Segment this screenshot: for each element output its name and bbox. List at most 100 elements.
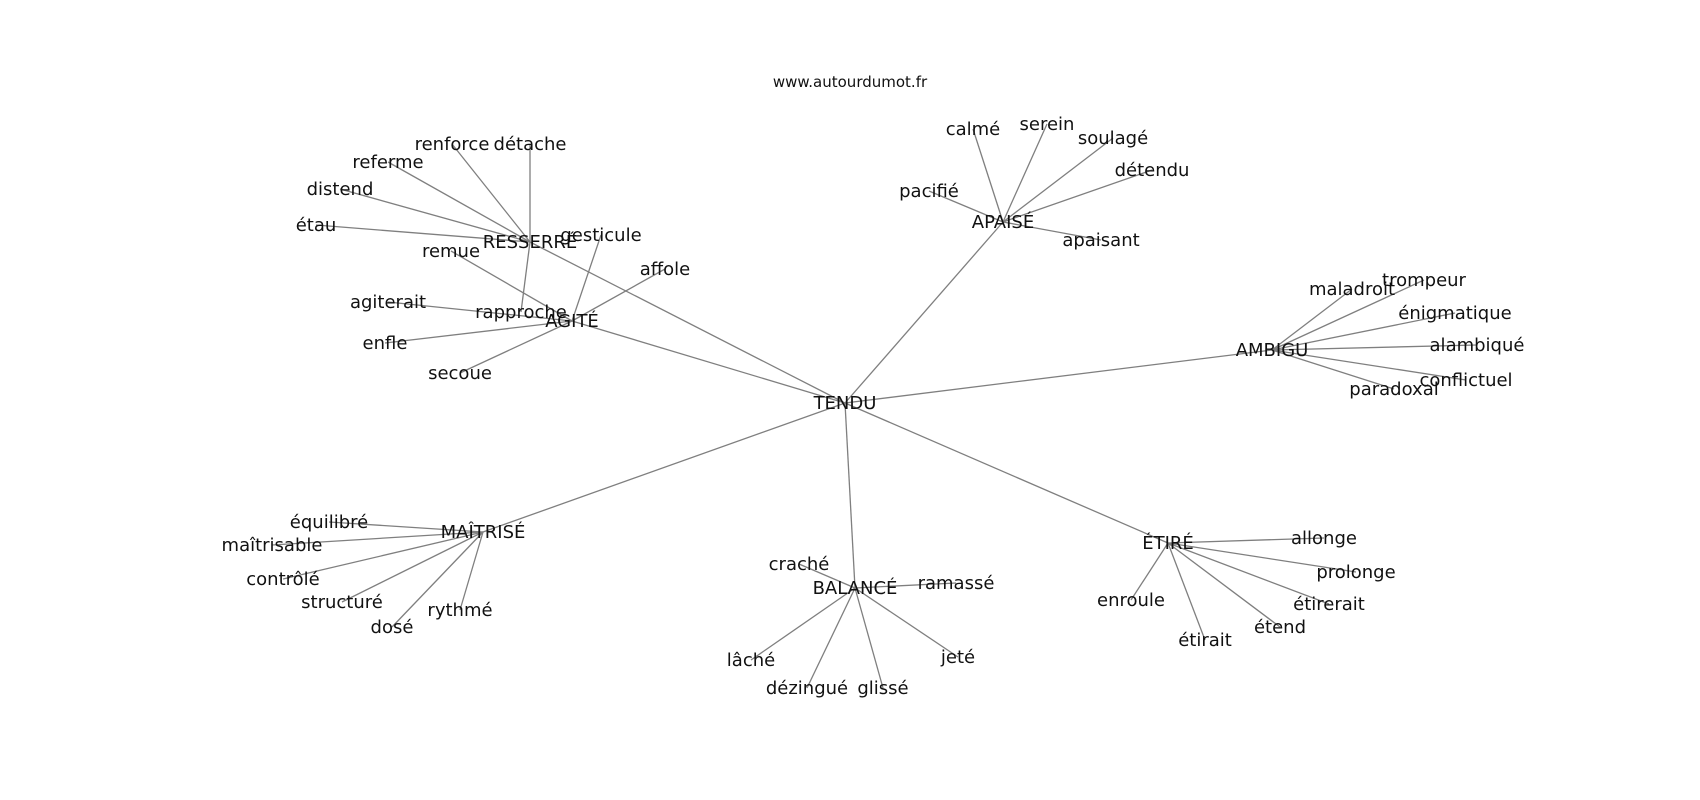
edge-apaise-detendu — [1002, 169, 1153, 223]
leaf-word-affole[interactable]: affole — [640, 259, 691, 280]
edge-apaise-pacifie — [928, 190, 1004, 223]
leaf-word-remue[interactable]: remue — [422, 241, 480, 262]
edge-agite-remue — [450, 250, 573, 322]
group-word-apaise[interactable]: APAISÉ — [972, 211, 1034, 233]
leaf-word-maitrisable[interactable]: maîtrisable — [222, 535, 323, 556]
edge-balance-crache — [798, 563, 856, 589]
leaf-word-enroule[interactable]: enroule — [1097, 590, 1165, 611]
leaf-word-ramasse[interactable]: ramassé — [918, 573, 995, 594]
edge-resserre-rapproche — [520, 241, 531, 313]
edge-resserre-etau — [315, 224, 531, 243]
edge-etire-etirerait — [1167, 542, 1330, 605]
leaf-word-dezingue[interactable]: dézingué — [766, 678, 848, 699]
leaf-word-alambique[interactable]: alambiqué — [1430, 335, 1525, 356]
leaf-word-maladroit[interactable]: maladroit — [1309, 279, 1395, 300]
leaf-word-detache[interactable]: détache — [494, 134, 567, 155]
edge-etire-allonge — [1167, 537, 1325, 544]
leaf-word-allonge[interactable]: allonge — [1291, 528, 1357, 549]
group-word-ambigu[interactable]: AMBIGU — [1236, 340, 1309, 361]
edge-center-balance — [844, 402, 856, 589]
leaf-word-dose[interactable]: dosé — [371, 617, 414, 638]
leaf-word-etend[interactable]: étend — [1254, 617, 1306, 638]
leaf-word-equilibre[interactable]: équilibré — [290, 512, 368, 533]
edge-etire-etirait — [1167, 542, 1206, 641]
leaf-word-calme[interactable]: calmé — [946, 119, 1001, 140]
edge-apaise-calme — [972, 128, 1004, 223]
group-word-maitrise[interactable]: MAÎTRISÉ — [441, 521, 526, 543]
edge-apaise-apaisant — [1002, 221, 1102, 241]
leaf-word-prolonge[interactable]: prolonge — [1316, 562, 1395, 583]
leaf-word-glisse[interactable]: glissé — [857, 678, 908, 699]
site-url: www.autourdumot.fr — [773, 73, 928, 91]
edge-resserre-distend — [339, 188, 531, 243]
leaf-word-structure[interactable]: structuré — [301, 592, 383, 613]
leaf-word-controle[interactable]: contrôlé — [246, 569, 319, 590]
leaf-word-pacifie[interactable]: pacifié — [899, 181, 959, 202]
leaf-word-gesticule[interactable]: gesticule — [560, 225, 641, 246]
edge-ambigu-alambique — [1271, 344, 1478, 351]
leaf-word-secoue[interactable]: secoue — [428, 363, 492, 384]
edge-layer — [271, 123, 1478, 689]
leaf-word-rapproche[interactable]: rapproche — [475, 302, 567, 323]
edge-maitrise-equilibre — [328, 521, 484, 533]
edge-balance-jete — [854, 587, 959, 658]
leaf-word-soulage[interactable]: soulagé — [1078, 128, 1148, 149]
edge-balance-glisse — [854, 587, 884, 689]
edge-center-ambigu — [844, 349, 1273, 404]
group-word-etire[interactable]: ÉTIRÉ — [1142, 532, 1194, 554]
leaf-word-serein[interactable]: serein — [1020, 114, 1075, 135]
edge-apaise-soulage — [1002, 137, 1114, 223]
edge-center-apaise — [844, 221, 1004, 404]
edge-resserre-renforce — [451, 143, 531, 243]
edge-etire-etend — [1167, 542, 1281, 628]
edge-ambigu-trompeur — [1271, 279, 1425, 351]
group-word-resserre[interactable]: RESSERRÉ — [483, 231, 578, 253]
edge-agite-enfle — [384, 320, 573, 344]
edge-maitrise-maitrisable — [271, 531, 484, 546]
edge-agite-agiterait — [387, 301, 573, 322]
leaf-word-paradoxal[interactable]: paradoxal — [1349, 379, 1438, 400]
edge-resserre-referme — [387, 161, 531, 243]
edge-maitrise-controle — [282, 531, 484, 580]
edge-center-resserre — [529, 241, 846, 404]
leaf-word-rythme[interactable]: rythmé — [427, 600, 492, 621]
edge-agite-gesticule — [571, 234, 602, 322]
leaf-word-lache[interactable]: lâché — [727, 650, 775, 671]
edge-balance-ramasse — [854, 582, 957, 589]
leaf-word-enigmatique[interactable]: énigmatique — [1398, 303, 1511, 324]
leaf-word-trompeur[interactable]: trompeur — [1382, 270, 1467, 291]
leaf-word-etau[interactable]: étau — [296, 215, 337, 236]
leaf-word-conflictuel[interactable]: conflictuel — [1419, 370, 1512, 391]
edge-etire-enroule — [1130, 542, 1169, 601]
edge-ambigu-enigmatique — [1271, 312, 1456, 351]
leaf-word-distend[interactable]: distend — [307, 179, 374, 200]
leaf-word-renforce[interactable]: renforce — [415, 134, 490, 155]
edge-ambigu-maladroit — [1271, 288, 1353, 351]
leaf-word-detendu[interactable]: détendu — [1115, 160, 1190, 181]
edge-maitrise-rythme — [459, 531, 484, 611]
edge-center-etire — [844, 402, 1169, 544]
leaf-word-crache[interactable]: craché — [769, 554, 830, 575]
leaf-word-agiterait[interactable]: agiterait — [350, 292, 426, 313]
edge-ambigu-conflictuel — [1271, 349, 1467, 381]
leaf-word-etirerait[interactable]: étirerait — [1293, 594, 1365, 615]
leaf-word-apaisant[interactable]: apaisant — [1062, 230, 1139, 251]
leaf-word-referme[interactable]: referme — [352, 152, 423, 173]
edge-maitrise-dose — [391, 531, 484, 628]
center-word[interactable]: TENDU — [813, 393, 877, 414]
edge-center-maitrise — [482, 402, 846, 533]
edge-agite-secoue — [459, 320, 573, 374]
edge-agite-affole — [571, 268, 666, 322]
leaf-word-jete[interactable]: jeté — [940, 647, 975, 668]
edge-apaise-serein — [1002, 123, 1048, 223]
leaf-word-etirait[interactable]: étirait — [1178, 630, 1232, 651]
edge-balance-dezingue — [806, 587, 856, 689]
edge-balance-lache — [750, 587, 856, 661]
edge-center-agite — [571, 320, 846, 404]
edge-ambigu-paradoxal — [1271, 349, 1395, 390]
leaf-word-enfle[interactable]: enfle — [363, 333, 408, 354]
group-word-balance[interactable]: BALANCÉ — [813, 577, 898, 599]
group-word-agite[interactable]: AGITÉ — [545, 310, 599, 332]
